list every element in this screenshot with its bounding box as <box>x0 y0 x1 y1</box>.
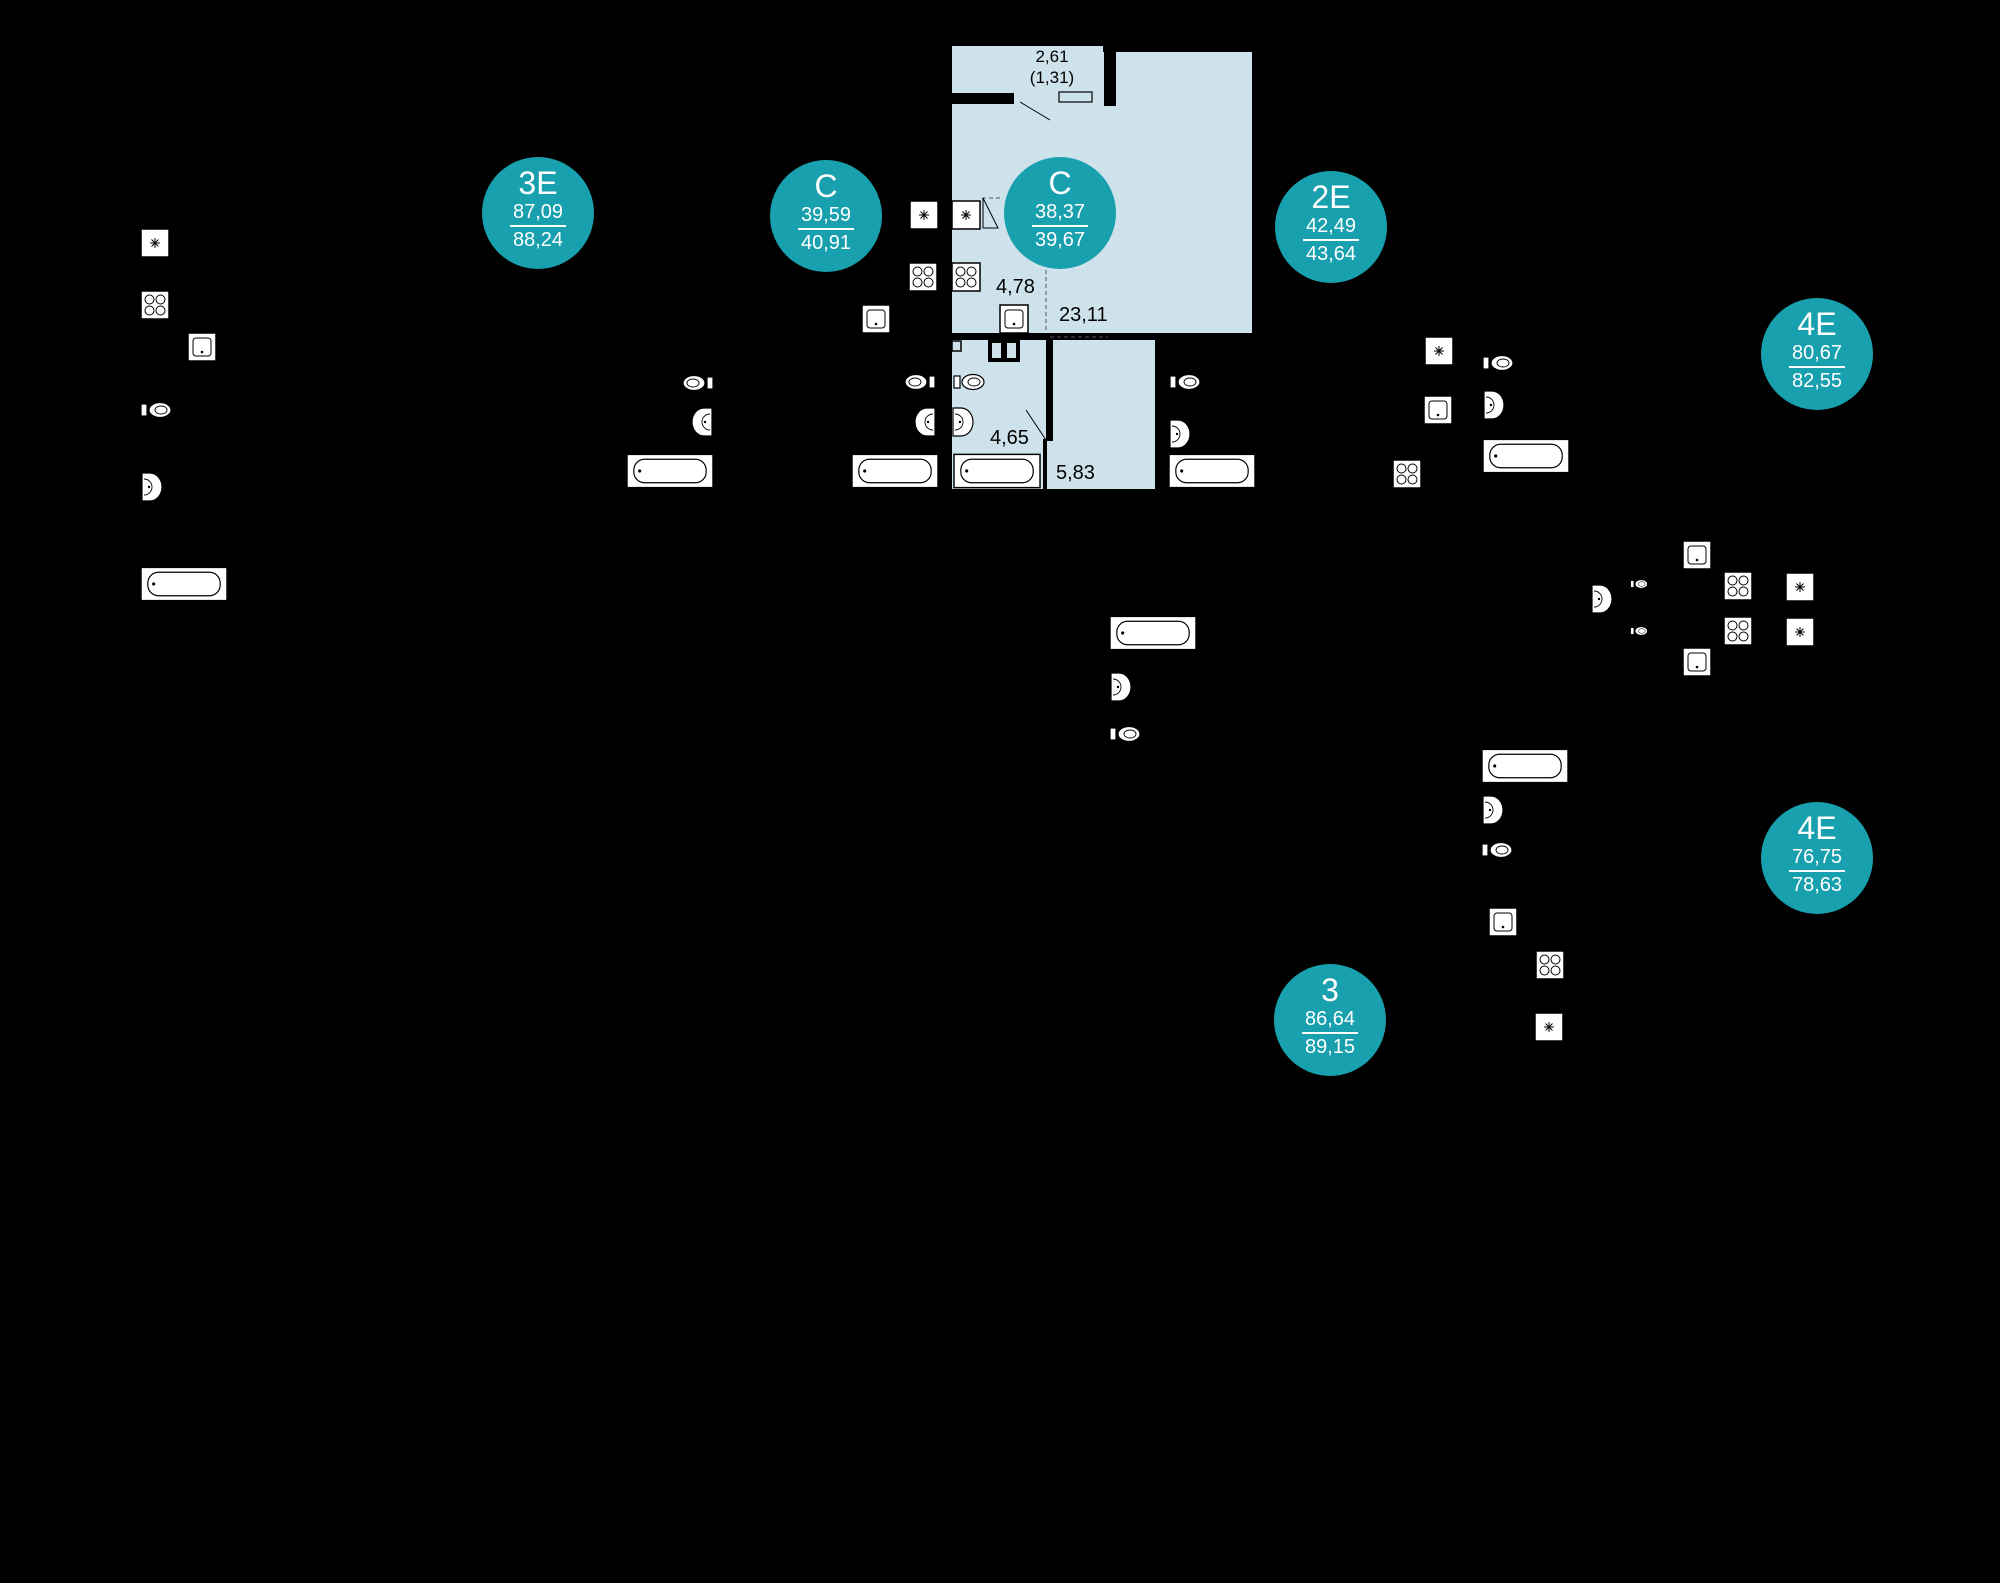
living-area: 86,64 <box>1302 1008 1358 1034</box>
toilet-icon <box>1481 841 1513 859</box>
sink-icon <box>1682 540 1712 570</box>
apartment-type: 2E <box>1311 179 1351 215</box>
balcony-area-reduced: (1,31) <box>1029 68 1075 87</box>
apartment-type: C <box>1048 165 1072 201</box>
room-area-hallway: 5,83 <box>1056 462 1095 484</box>
cooktop-icon <box>1535 950 1565 980</box>
washbasin-icon <box>914 407 936 437</box>
washbasin-icon <box>1482 795 1504 825</box>
cooktop-icon <box>1392 459 1422 489</box>
living-area: 76,75 <box>1789 846 1845 872</box>
room-area-bathroom: 4,65 <box>990 427 1029 449</box>
toilet-icon <box>1482 354 1514 372</box>
stove-icon <box>1785 572 1815 602</box>
cooktop-icons <box>140 262 1753 980</box>
cooktop-icon <box>140 290 170 320</box>
apartment-badge-c-1[interactable]: C 39,59 40,91 <box>770 160 882 272</box>
sink-icons <box>187 304 1712 937</box>
toilet-icon <box>904 373 936 391</box>
washbasin-icon <box>1169 419 1191 449</box>
apartment-type: 3E <box>518 165 558 201</box>
stove-icon <box>951 200 981 230</box>
bathtub-icon <box>626 453 714 489</box>
toilet-icon <box>140 401 172 419</box>
washbasin-icon <box>1110 672 1132 702</box>
apartment-type: 4E <box>1797 306 1837 342</box>
toilet-icon <box>1630 578 1648 590</box>
apartment-badge-4e-1[interactable]: 4E 80,67 82,55 <box>1761 298 1873 410</box>
stove-icon <box>1424 336 1454 366</box>
sink-icon <box>187 332 217 362</box>
toilet-icon <box>953 373 985 391</box>
living-area: 39,59 <box>798 204 854 230</box>
stove-icon <box>140 228 170 258</box>
total-area: 40,91 <box>800 232 852 254</box>
washbasin-icon <box>141 472 163 502</box>
bathtub-icon <box>1109 615 1197 651</box>
toilet-icon <box>1109 725 1141 743</box>
apartment-type: 4E <box>1797 810 1837 846</box>
washbasin-icon <box>1591 584 1613 614</box>
room-area-kitchen: 4,78 <box>996 276 1035 298</box>
apartment-badge-3[interactable]: 3 86,64 89,15 <box>1274 964 1386 1076</box>
bathtub-icon <box>140 566 228 602</box>
total-area: 43,64 <box>1305 243 1357 265</box>
washbasin-icon <box>952 407 974 437</box>
total-area: 78,63 <box>1791 874 1843 896</box>
stove-icon <box>909 200 939 230</box>
washbasin-icon <box>691 407 713 437</box>
cooktop-icon <box>1723 616 1753 646</box>
apartment-badge-3e[interactable]: 3E 87,09 88,24 <box>482 157 594 269</box>
apartment-badge-4e-2[interactable]: 4E 76,75 78,63 <box>1761 802 1873 914</box>
apartment-type: 3 <box>1321 972 1339 1008</box>
living-area: 38,37 <box>1032 201 1088 227</box>
stove-icon <box>1534 1012 1564 1042</box>
toilet-icon <box>1169 373 1201 391</box>
bathtub-icon <box>1481 748 1569 784</box>
toilet-icon <box>682 374 714 392</box>
total-area: 82,55 <box>1791 370 1843 392</box>
cooktop-icon <box>1723 571 1753 601</box>
total-area: 39,67 <box>1034 229 1086 251</box>
toilet-icons <box>140 354 1648 859</box>
bathtub-icon <box>1482 438 1570 474</box>
apartment-badge-c-2[interactable]: C 38,37 39,67 <box>1004 157 1116 269</box>
room-area-living: 23,11 <box>1059 304 1108 326</box>
sink-icon <box>861 304 891 334</box>
bathtub-icon <box>851 453 939 489</box>
room-area-balcony: 2,61 (1,31) <box>1020 46 1084 88</box>
total-area: 88,24 <box>512 229 564 251</box>
sink-icon <box>999 304 1029 334</box>
sink-icon <box>1682 647 1712 677</box>
living-area: 87,09 <box>510 201 566 227</box>
cooktop-icon <box>951 262 981 292</box>
washbasin-icon <box>1483 390 1505 420</box>
apartment-badge-2e[interactable]: 2E 42,49 43,64 <box>1275 171 1387 283</box>
sink-icon <box>1423 395 1453 425</box>
total-area: 89,15 <box>1304 1036 1356 1058</box>
bathtub-icon <box>1168 453 1256 489</box>
stove-icon <box>1785 617 1815 647</box>
toilet-icon <box>1630 625 1648 637</box>
apartment-type: C <box>814 168 838 204</box>
bathtub-icon <box>953 453 1041 489</box>
sink-icon <box>1488 907 1518 937</box>
highlighted-apartment[interactable] <box>950 46 1252 490</box>
cooktop-icon <box>908 262 938 292</box>
living-area: 42,49 <box>1303 215 1359 241</box>
living-area: 80,67 <box>1789 342 1845 368</box>
bathtub-icons <box>140 438 1570 784</box>
balcony-area: 2,61 <box>1035 47 1069 66</box>
